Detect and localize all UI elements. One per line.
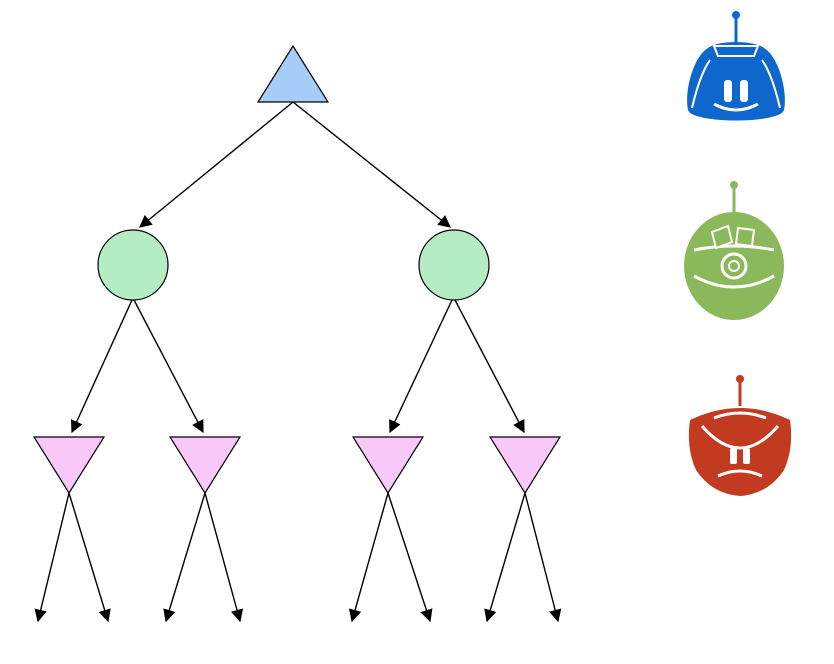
edge-root-left: [139, 101, 294, 228]
root-max-node: [256, 44, 330, 103]
green-robot-icon: [684, 181, 784, 320]
edges-leaves: [34, 492, 562, 623]
red-robot-icon: [688, 375, 792, 496]
leaf-arrow: [163, 492, 206, 623]
leaf-arrow: [34, 492, 70, 623]
min-node: [32, 436, 106, 495]
blue-robot-icon: [687, 11, 785, 121]
leaf-arrow: [484, 492, 526, 623]
edge-chance2-min4: [454, 299, 525, 434]
leaf-arrow: [349, 492, 389, 623]
leaf-arrow: [524, 492, 562, 623]
edge-chance2-min3: [389, 299, 453, 434]
edge-chance1-min2: [133, 299, 204, 434]
leaf-arrow: [387, 492, 433, 623]
min-node: [168, 436, 242, 495]
chance-node: [97, 229, 169, 301]
edges-root: [139, 101, 451, 228]
min-node: [488, 436, 562, 495]
edge-root-right: [292, 101, 451, 228]
chance-node: [418, 229, 490, 301]
leaf-arrow: [68, 492, 111, 623]
edges-chance: [70, 299, 525, 434]
min-node: [351, 436, 425, 495]
edge-chance1-min1: [70, 299, 133, 434]
leaf-arrow: [204, 492, 244, 623]
